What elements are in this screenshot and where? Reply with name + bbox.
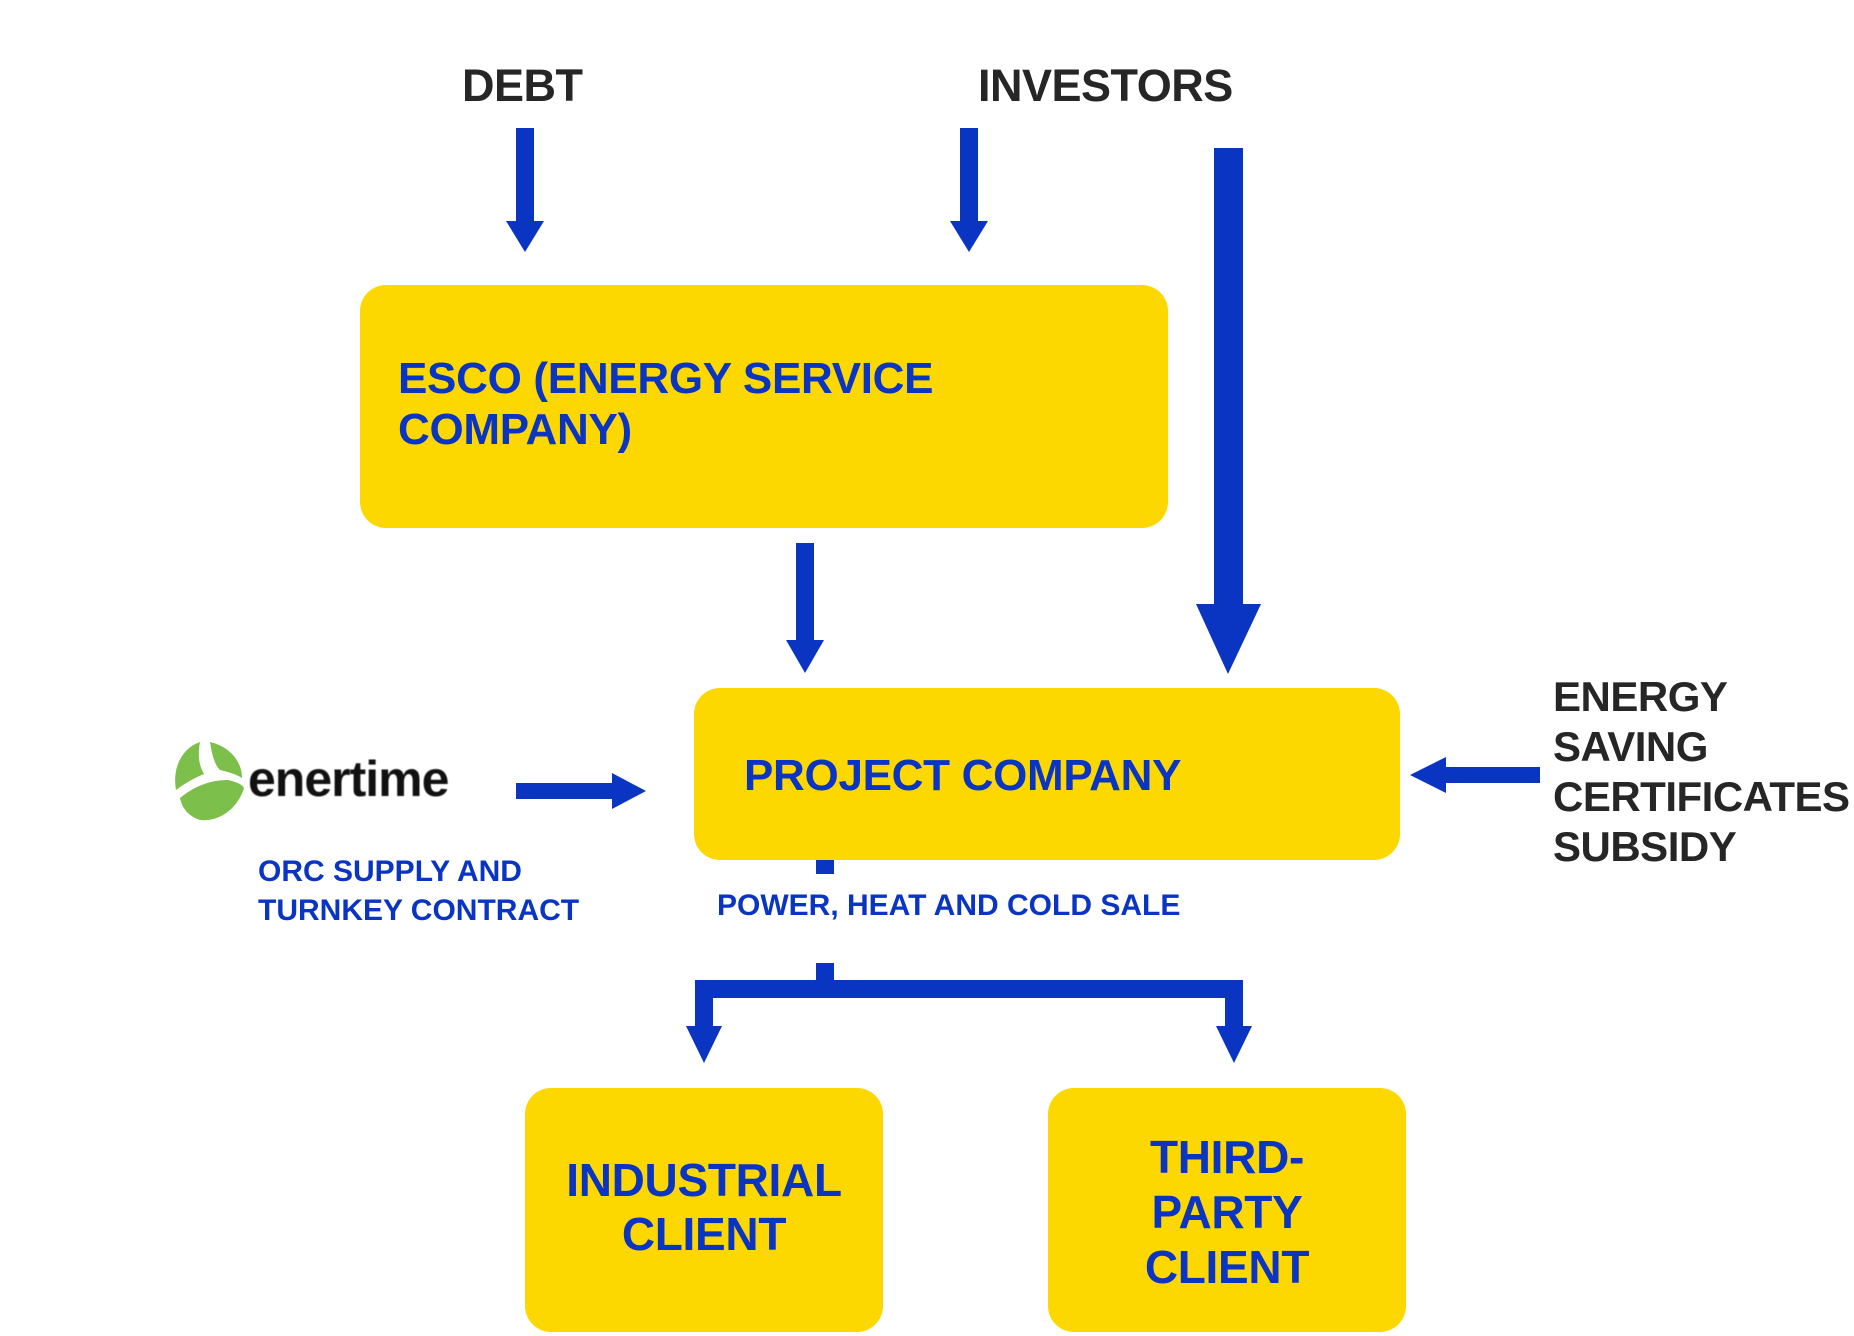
enertime-leaf-logo-icon bbox=[175, 742, 244, 821]
orc-contract-label: ORC SUPPLY AND TURNKEY CONTRACT bbox=[258, 852, 579, 930]
arrow-debt-to-esco bbox=[506, 128, 544, 252]
orc-line-2: TURNKEY CONTRACT bbox=[258, 894, 580, 927]
industrial-line-2: CLIENT bbox=[621, 1207, 787, 1260]
industrial-line-1: INDUSTRIAL bbox=[566, 1154, 842, 1206]
enertime-logo: enertime bbox=[170, 738, 480, 824]
subsidy-line-3: CERTIFICATES bbox=[1553, 772, 1850, 820]
third-party-client-box[interactable]: THIRD- PARTY CLIENT bbox=[1048, 1088, 1406, 1332]
subsidy-line-4: SUBSIDY bbox=[1553, 822, 1737, 870]
sale-label: POWER, HEAT AND COLD SALE bbox=[717, 889, 1181, 922]
industrial-client-title: INDUSTRIAL CLIENT bbox=[525, 1154, 883, 1262]
subsidy-label: ENERGY SAVING CERTIFICATES SUBSIDY bbox=[1553, 672, 1850, 872]
subsidy-line-2: SAVING bbox=[1553, 722, 1708, 770]
orc-line-1: ORC SUPPLY AND bbox=[258, 855, 522, 888]
subsidy-line-1: ENERGY bbox=[1553, 673, 1728, 720]
arrow-enertime-to-project bbox=[516, 773, 646, 809]
esco-box[interactable]: ESCO (ENERGY SERVICE COMPANY) bbox=[360, 285, 1168, 528]
arrow-esco-to-project bbox=[786, 543, 824, 673]
esco-line-2: COMPANY) bbox=[398, 405, 632, 455]
project-company-title: PROJECT COMPANY bbox=[744, 751, 1182, 800]
enertime-wordmark: enertime bbox=[248, 751, 449, 807]
esco-line-1: ESCO (ENERGY SERVICE bbox=[398, 354, 934, 403]
arrow-project-to-clients bbox=[686, 860, 1252, 1063]
investors-label: INVESTORS bbox=[978, 60, 1233, 111]
third-party-client-title: THIRD- PARTY CLIENT bbox=[1048, 1130, 1406, 1296]
esco-title: ESCO (ENERGY SERVICE COMPANY) bbox=[398, 353, 934, 456]
third-party-line-1: THIRD- bbox=[1149, 1131, 1305, 1183]
debt-label: DEBT bbox=[462, 60, 583, 111]
arrow-investors-to-project bbox=[1196, 148, 1261, 674]
arrow-investors-to-esco bbox=[950, 128, 988, 252]
third-party-line-2: PARTY bbox=[1151, 1186, 1303, 1239]
project-company-box[interactable]: PROJECT COMPANY bbox=[694, 688, 1400, 860]
arrow-subsidy-to-project bbox=[1410, 757, 1540, 793]
industrial-client-box[interactable]: INDUSTRIAL CLIENT bbox=[525, 1088, 883, 1332]
third-party-line-3: CLIENT bbox=[1144, 1241, 1310, 1294]
